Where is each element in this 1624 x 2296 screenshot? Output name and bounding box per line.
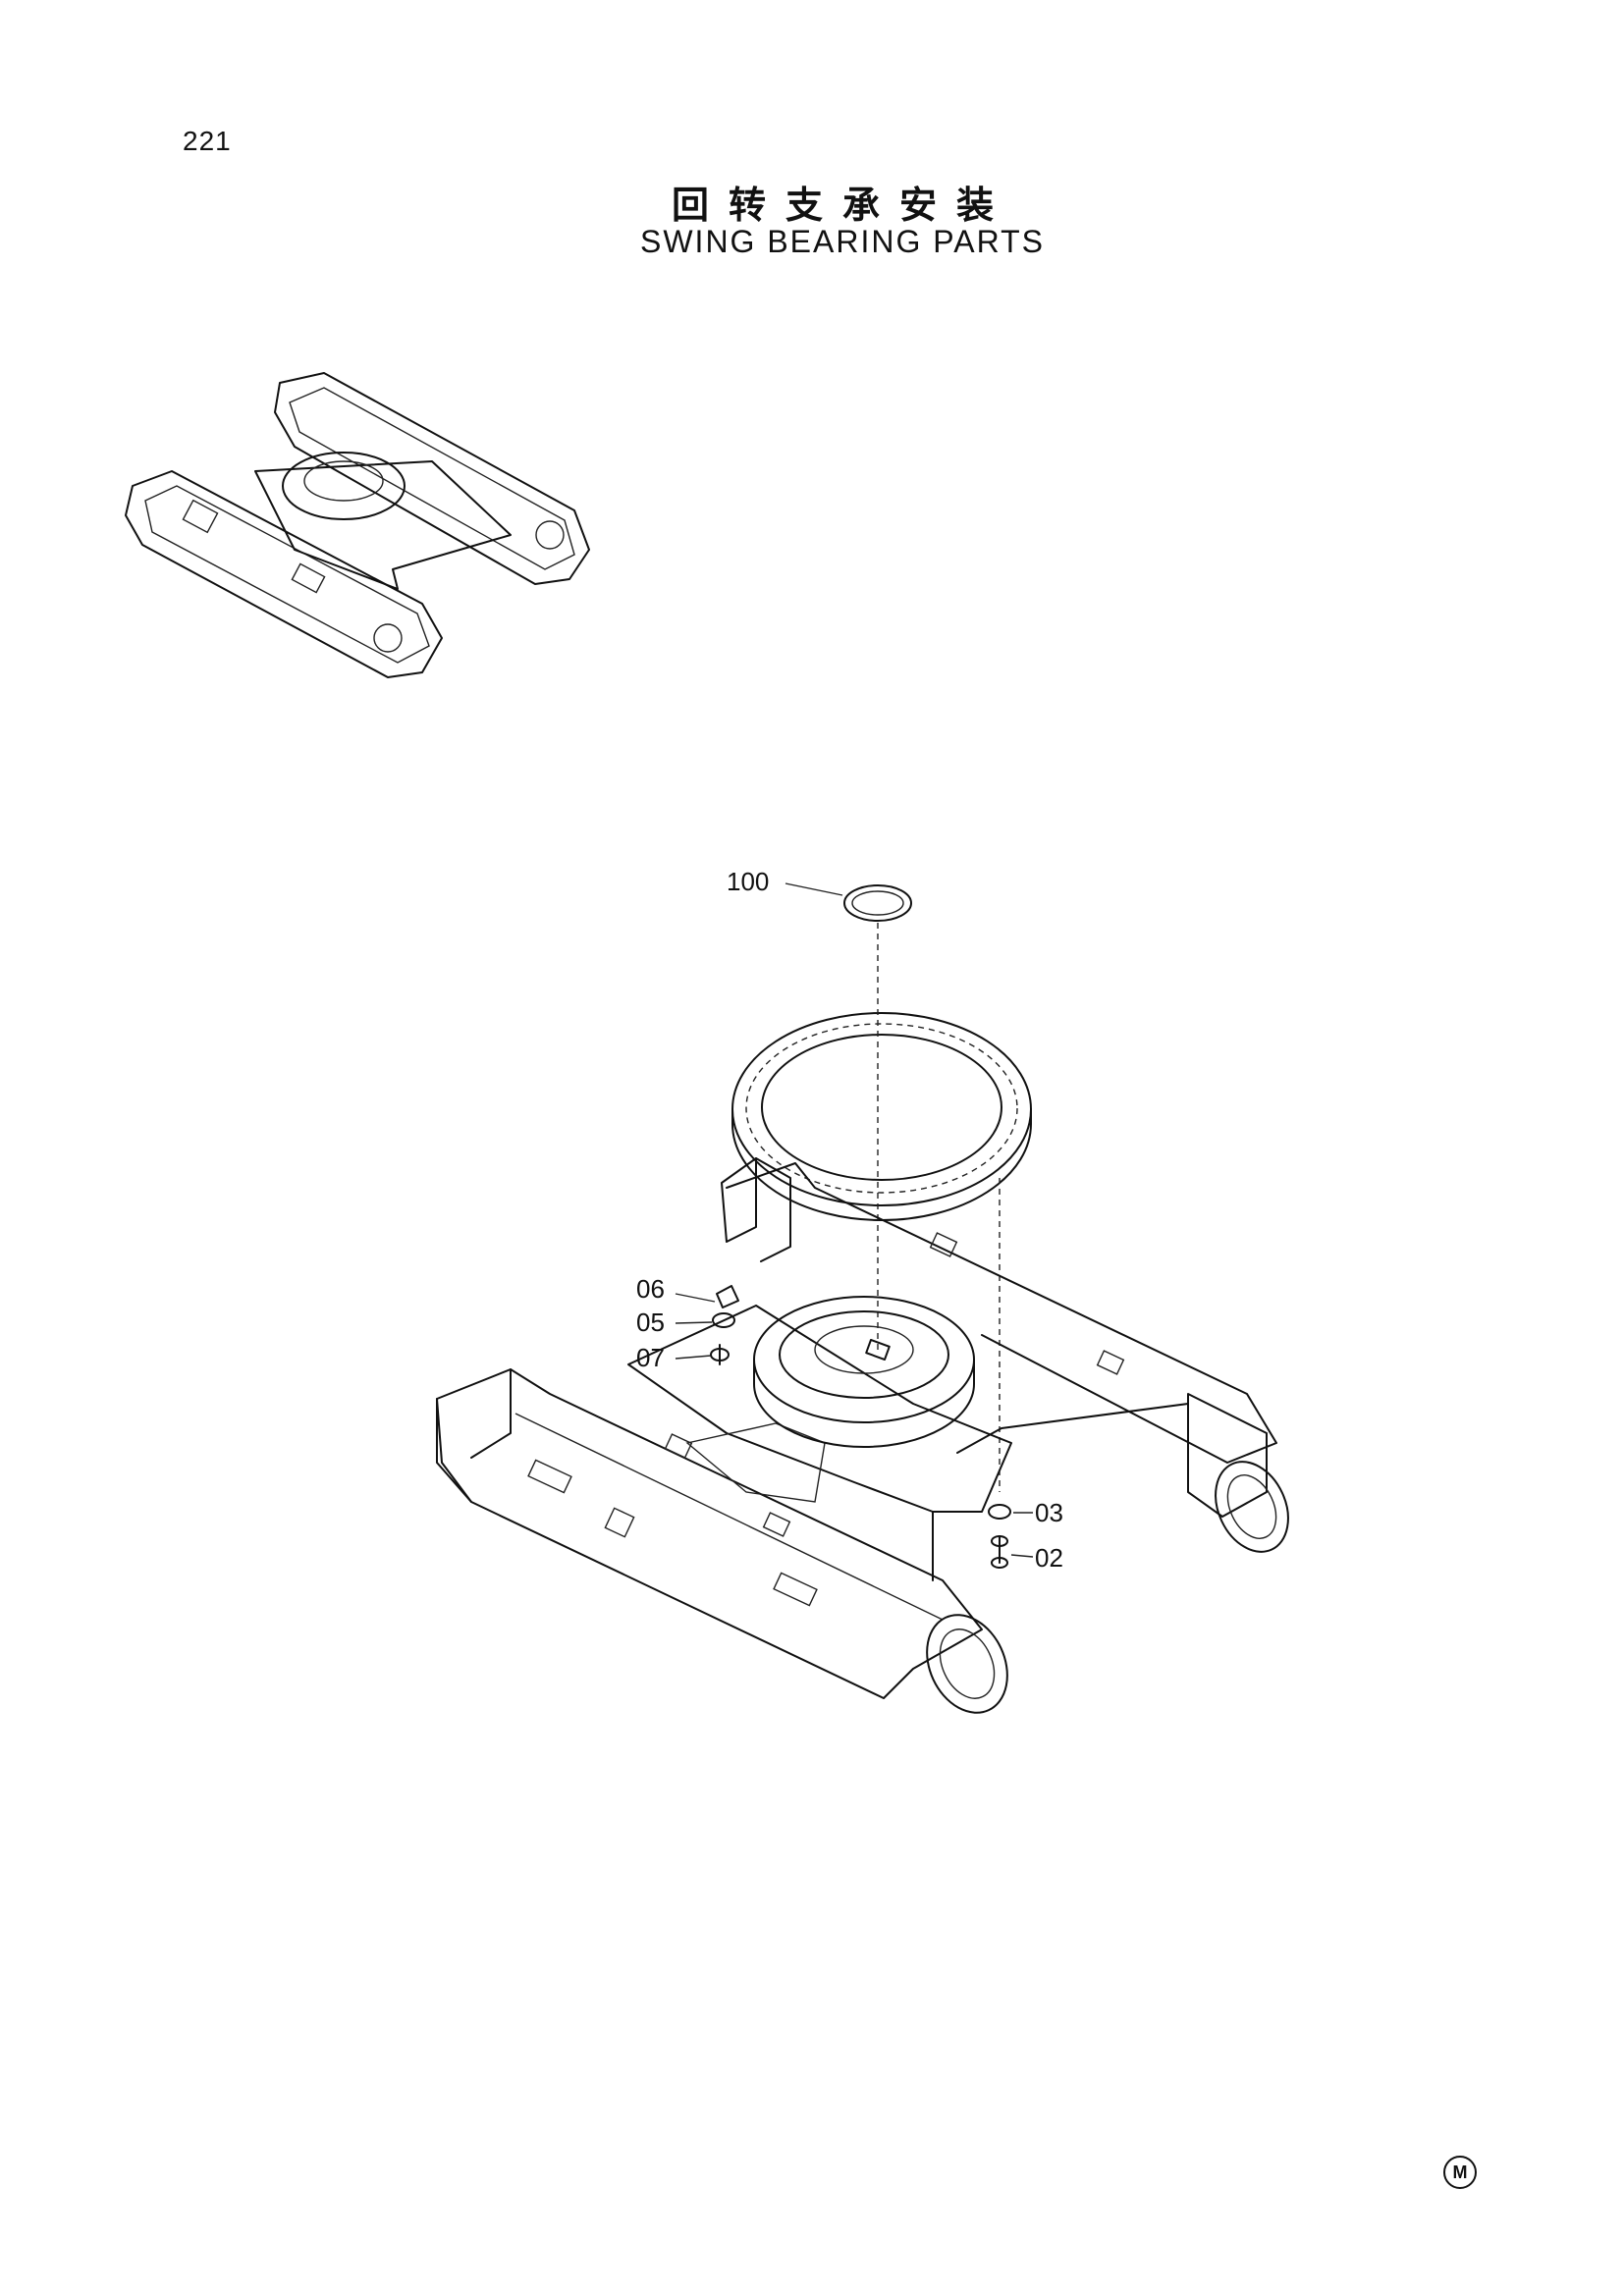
- part-06-stopper: [716, 1285, 739, 1308]
- callout-06: 06: [636, 1274, 665, 1304]
- part-100-seal-ring: [843, 884, 912, 922]
- title-chinese: 回转支承安装: [671, 184, 1013, 227]
- track-frame: [436, 1157, 1289, 1714]
- part-07-bolt: [710, 1344, 730, 1365]
- callout-100: 100: [727, 867, 769, 896]
- swing-bearing-assembly-illustration: [436, 884, 1289, 1714]
- overview-undercarriage-illustration: [125, 372, 590, 678]
- page-number: 221: [183, 126, 232, 156]
- callout-leaders: [675, 882, 1034, 1558]
- swing-bearing-ring: [731, 1012, 1032, 1221]
- callout-03: 03: [1035, 1498, 1063, 1527]
- part-05-washer: [712, 1312, 735, 1328]
- callout-05: 05: [636, 1308, 665, 1337]
- manufacturer-mark: M: [1443, 2156, 1477, 2189]
- callout-02: 02: [1035, 1543, 1063, 1573]
- title-english: SWING BEARING PARTS: [640, 224, 1045, 259]
- part-02-bolt: [991, 1535, 1008, 1569]
- part-03-washer: [988, 1504, 1011, 1520]
- callout-07: 07: [636, 1343, 665, 1372]
